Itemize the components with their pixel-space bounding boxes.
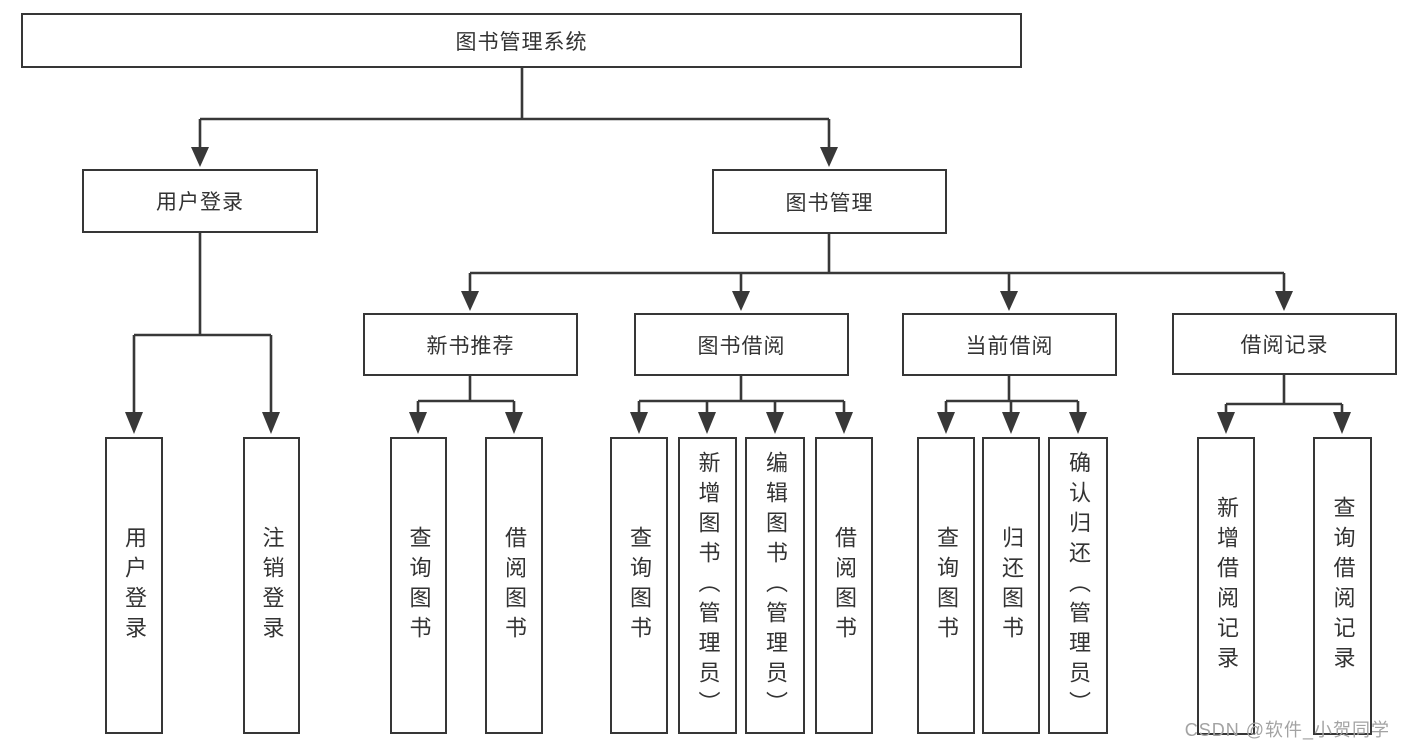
node-book-borrow-label: 图书借阅 — [697, 334, 786, 358]
leaf-edit-book-admin: 编辑图书（管理员） — [745, 437, 805, 734]
connector-borrow-records-split — [1217, 375, 1351, 434]
leaf-query-books-recommend: 查询图书 — [390, 437, 447, 734]
node-book-management: 图书管理 — [712, 169, 947, 234]
node-borrow-records: 借阅记录 — [1172, 313, 1397, 375]
connector-book-management-split — [461, 234, 1293, 311]
node-user-login: 用户登录 — [82, 169, 318, 233]
leaf-borrow-books-recommend: 借阅图书 — [485, 437, 543, 734]
leaf-add-borrow-record: 新增借阅记录 — [1197, 437, 1255, 735]
node-book-management-label: 图书管理 — [785, 191, 874, 215]
node-borrow-records-label: 借阅记录 — [1240, 334, 1329, 357]
csdn-watermark: CSDN @软件_小贺同学 — [1184, 720, 1390, 740]
leaf-logout: 注销登录 — [243, 437, 300, 734]
leaf-return-book: 归还图书 — [982, 437, 1040, 734]
node-root: 图书管理系统 — [21, 13, 1022, 68]
connector-new-book-recommend-split — [409, 376, 523, 434]
leaf-user-login: 用户登录 — [105, 437, 163, 734]
leaf-query-books-borrow: 查询图书 — [610, 437, 668, 734]
node-new-book-recommend-label: 新书推荐 — [426, 334, 515, 358]
connector-current-borrow-split — [937, 376, 1087, 434]
node-current-borrow: 当前借阅 — [902, 313, 1117, 376]
leaf-confirm-return-admin: 确认归还（管理员） — [1048, 437, 1108, 734]
connector-user-login-split — [125, 233, 280, 434]
leaf-borrow-books: 借阅图书 — [815, 437, 873, 734]
leaf-query-books-current: 查询图书 — [917, 437, 975, 734]
node-user-login-label: 用户登录 — [156, 191, 244, 214]
connector-root-to-level2 — [191, 68, 838, 167]
node-book-borrow: 图书借阅 — [634, 313, 849, 376]
node-root-label: 图书管理系统 — [455, 30, 588, 54]
node-current-borrow-label: 当前借阅 — [965, 334, 1054, 358]
leaf-add-book-admin: 新增图书（管理员） — [678, 437, 737, 734]
connector-book-borrow-split — [630, 376, 853, 434]
leaf-query-borrow-record: 查询借阅记录 — [1313, 437, 1372, 735]
node-new-book-recommend: 新书推荐 — [363, 313, 578, 376]
